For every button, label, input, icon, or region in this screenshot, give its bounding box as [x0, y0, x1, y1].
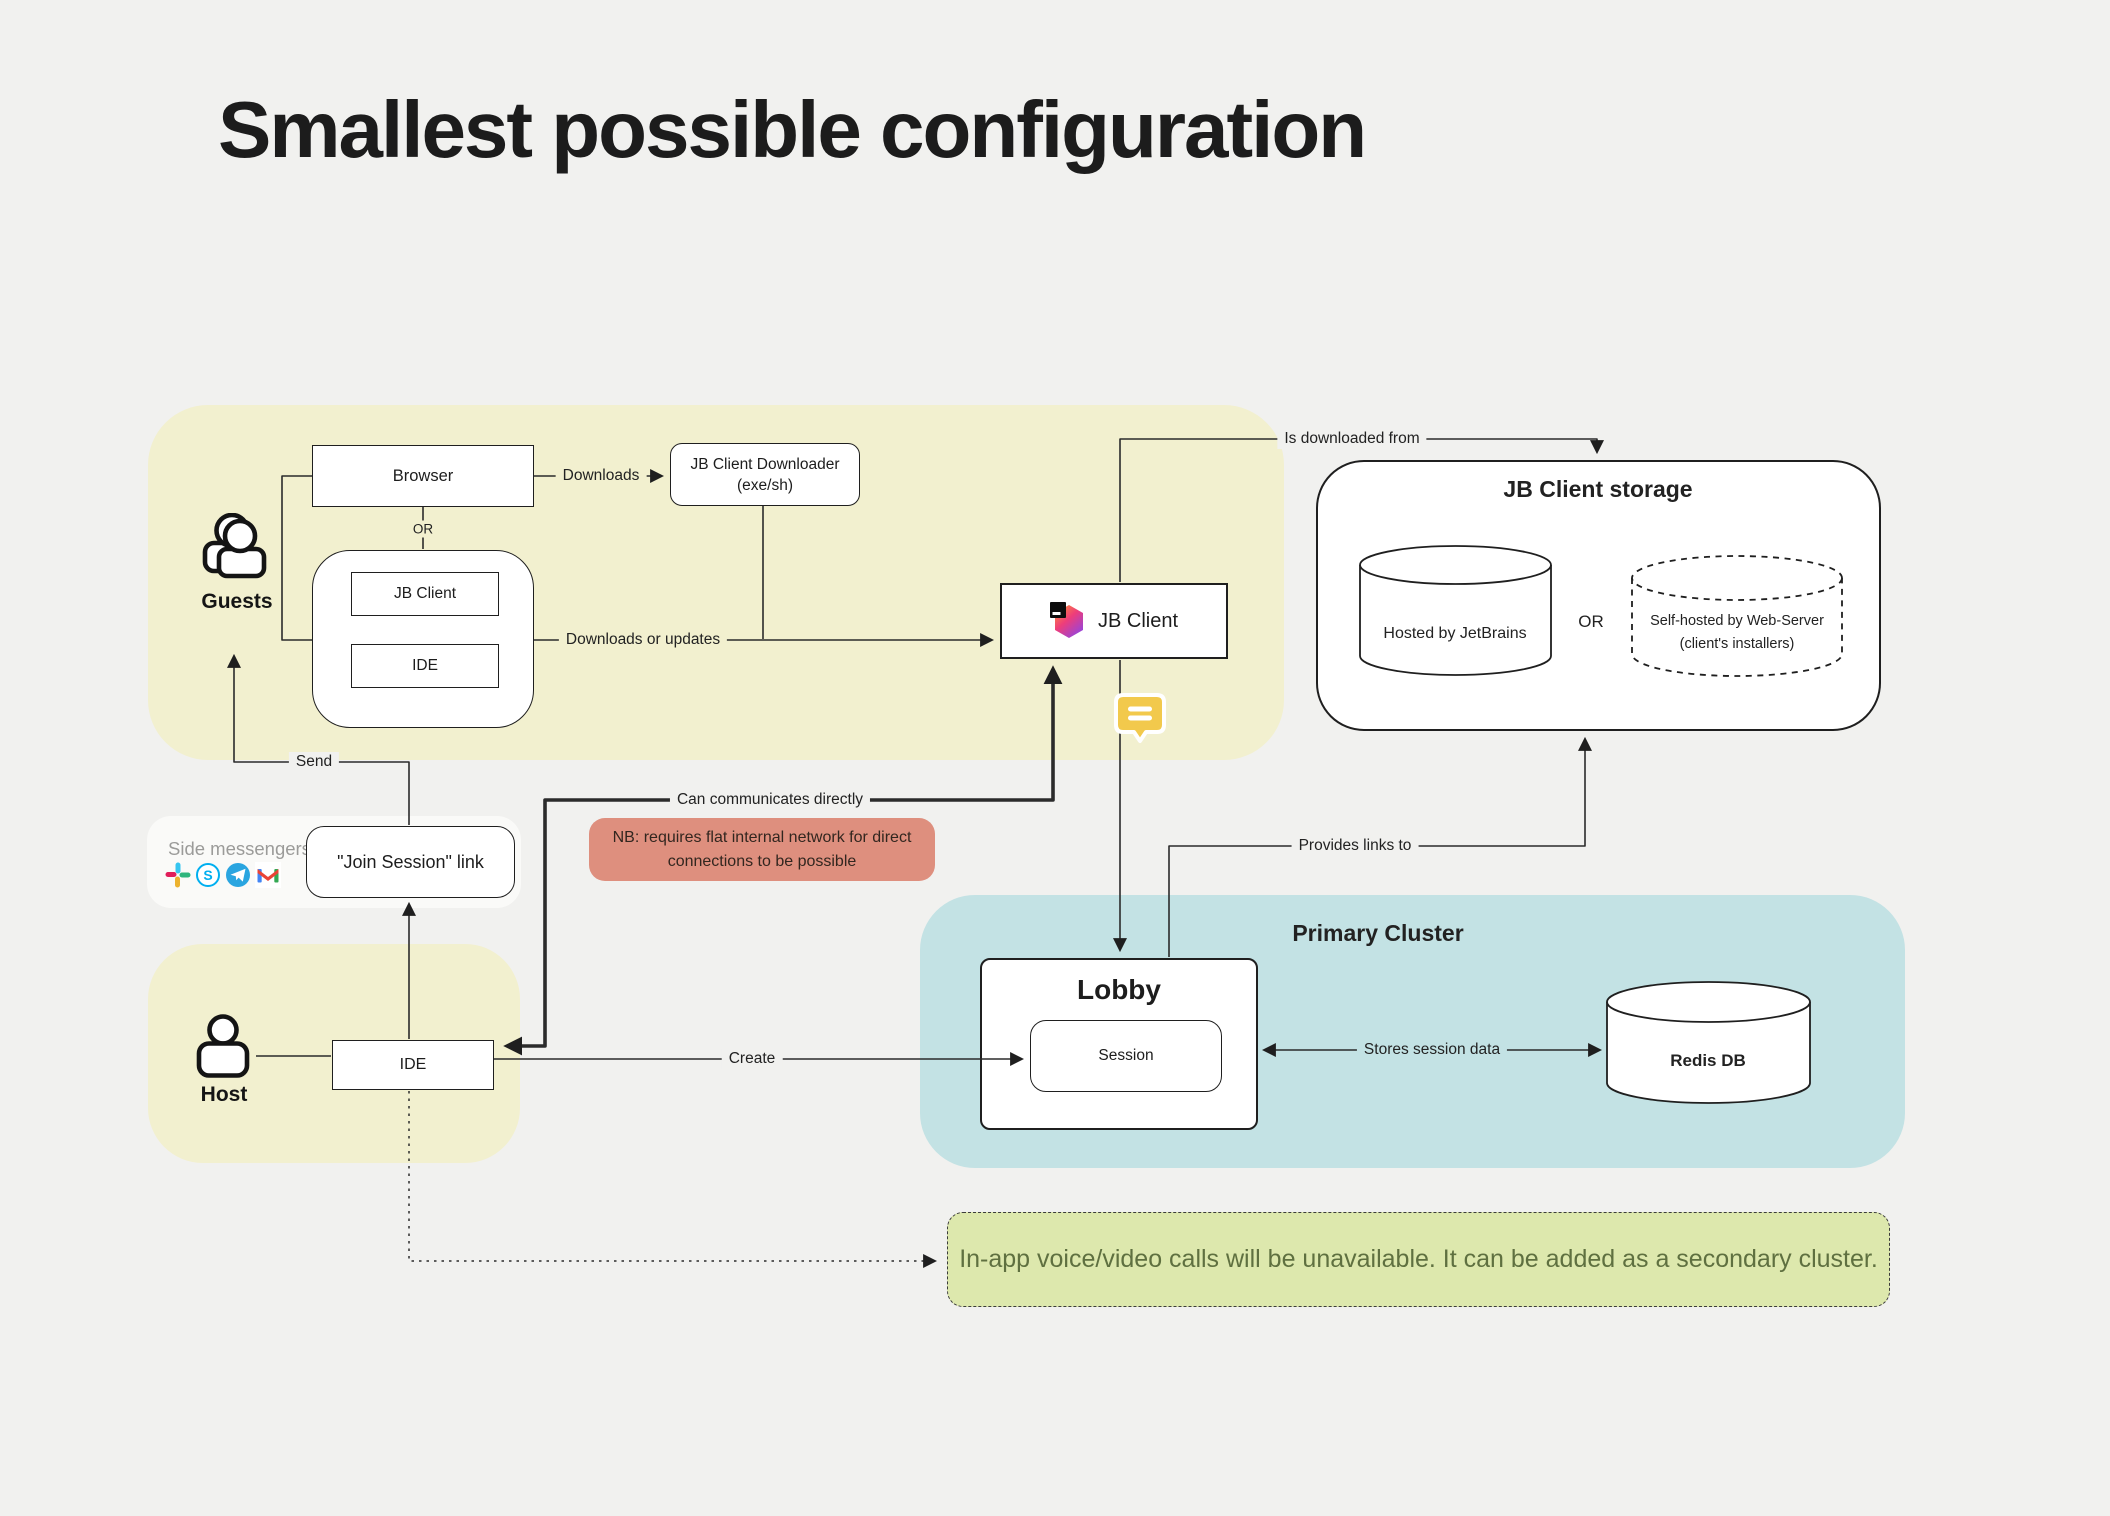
join-session-link-label: "Join Session" link [337, 851, 484, 872]
jetbrains-client-icon [1049, 602, 1083, 638]
guest-ide-label: IDE [412, 657, 438, 674]
jb-client-node-label: JB Client [1097, 609, 1179, 632]
secondary-cluster-note-text: In-app voice/video calls will be unavail… [959, 1245, 1878, 1273]
edge-label-provides-links-to: Provides links to [1291, 836, 1419, 856]
edge-label-send: Send [288, 752, 340, 772]
storage-title: JB Client storage [1503, 476, 1693, 502]
guest-jb-client-label: JB Client [393, 585, 457, 602]
guest-jb-client-node: JB Client [351, 572, 499, 616]
downloader-label: JB Client Downloader [690, 455, 840, 473]
jb-client-node: JB Client [1000, 583, 1228, 659]
guests-icon [202, 513, 267, 579]
lobby-label: Lobby [1077, 974, 1161, 1005]
guests-label: Guests [201, 590, 273, 613]
storage-or-label: OR [1578, 612, 1604, 631]
edge-label-is-downloaded-from: Is downloaded from [1277, 429, 1427, 449]
skype-icon: S [196, 863, 220, 887]
downloader-sub-label: (exe/sh) [736, 476, 793, 494]
host-icon [196, 1014, 250, 1078]
page-title: Smallest possible configuration [218, 85, 1367, 174]
hosted-by-jetbrains-label: Hosted by JetBrains [1383, 625, 1527, 642]
browser-node: Browser [312, 445, 534, 507]
session-label: Session [1098, 1047, 1154, 1064]
svg-text:S: S [203, 867, 212, 883]
edge-label-can-communicate: Can communicates directly [669, 790, 871, 810]
edge-label-downloads-or-updates: Downloads or updates [558, 630, 728, 650]
edge-label-stores-session-data: Stores session data [1356, 1040, 1508, 1060]
join-session-link-node: "Join Session" link [306, 826, 515, 898]
redis-db-label: Redis DB [1670, 1051, 1746, 1070]
host-label: Host [200, 1083, 248, 1106]
side-messengers-label: Side messengers [168, 838, 311, 859]
telegram-icon [226, 863, 250, 887]
edge-label-create: Create [721, 1049, 783, 1069]
nb-note-text: NB: requires flat internal network for d… [612, 829, 912, 870]
slack-icon [165, 862, 191, 888]
self-hosted-label: Self-hosted by Web-Server (client's inst… [1650, 613, 1824, 652]
host-ide-label: IDE [399, 1056, 427, 1073]
jb-client-downloader-node: JB Client Downloader (exe/sh) [670, 443, 860, 506]
secondary-cluster-note: In-app voice/video calls will be unavail… [947, 1212, 1890, 1307]
edge-label-downloads: Downloads [555, 466, 647, 486]
browser-label: Browser [392, 466, 454, 485]
gmail-icon [255, 862, 281, 888]
comment-icon [1114, 693, 1166, 743]
primary-cluster-title: Primary Cluster [1292, 920, 1464, 946]
host-ide-node: IDE [332, 1040, 494, 1090]
edge-label-or: OR [405, 520, 441, 538]
guest-ide-node: IDE [351, 644, 499, 688]
nb-note: NB: requires flat internal network for d… [589, 818, 935, 881]
session-node: Session [1030, 1020, 1222, 1092]
